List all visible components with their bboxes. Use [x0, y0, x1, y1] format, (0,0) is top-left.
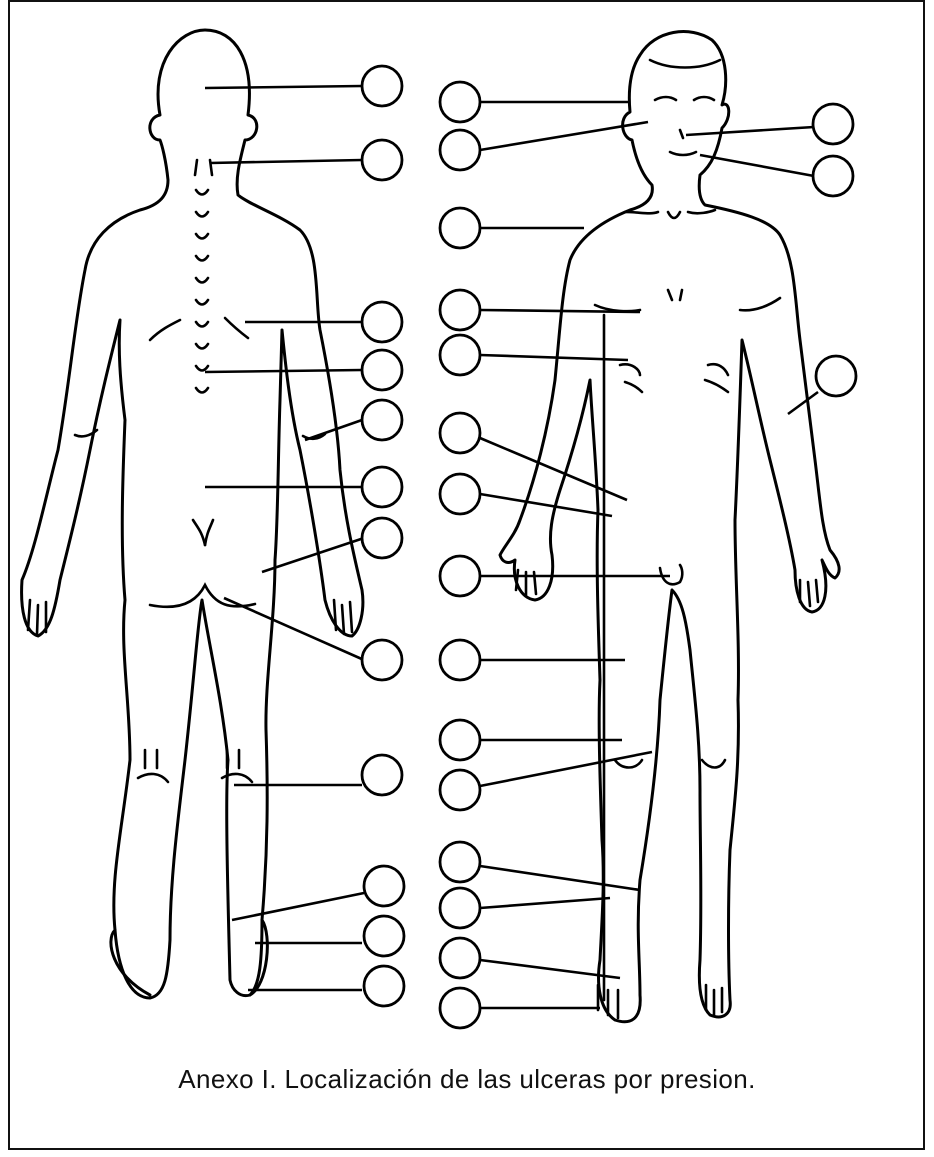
- marker-front-foot[interactable]: [440, 938, 480, 978]
- spine-marks: [196, 190, 208, 393]
- marker-front-genitals[interactable]: [440, 556, 480, 596]
- marker-front-ribs[interactable]: [440, 335, 480, 375]
- marker-back-heel[interactable]: [364, 966, 404, 1006]
- marker-back-sacrum[interactable]: [362, 518, 402, 558]
- marker-front-cheek[interactable]: [440, 130, 480, 170]
- marker-front-shoulder[interactable]: [440, 208, 480, 248]
- marker-back-lumbar[interactable]: [362, 467, 402, 507]
- back-view-figure: [22, 30, 363, 998]
- marker-front-chest[interactable]: [440, 290, 480, 330]
- marker-front-abdomen[interactable]: [440, 413, 480, 453]
- marker-back-buttock[interactable]: [362, 640, 402, 680]
- leader-lines: [205, 86, 818, 1008]
- marker-front-nose[interactable]: [813, 104, 853, 144]
- marker-back-occiput[interactable]: [362, 66, 402, 106]
- marker-back-neck[interactable]: [362, 140, 402, 180]
- marker-front-forearm[interactable]: [816, 356, 856, 396]
- marker-front-chin[interactable]: [813, 156, 853, 196]
- front-view-figure: [500, 32, 839, 1022]
- marker-back-spine[interactable]: [362, 350, 402, 390]
- posterior-markers: [362, 66, 404, 1006]
- marker-front-hip[interactable]: [440, 474, 480, 514]
- marker-front-thigh[interactable]: [440, 640, 480, 680]
- marker-back-scapula[interactable]: [362, 302, 402, 342]
- marker-front-shin[interactable]: [440, 842, 480, 882]
- marker-front-knee[interactable]: [440, 720, 480, 760]
- marker-front-knee-lateral[interactable]: [440, 770, 480, 810]
- marker-back-calf[interactable]: [364, 866, 404, 906]
- marker-front-ear[interactable]: [440, 82, 480, 122]
- marker-back-knee[interactable]: [362, 755, 402, 795]
- marker-front-toes[interactable]: [440, 988, 480, 1028]
- figure-caption: Anexo I. Localización de las ulceras por…: [0, 1064, 934, 1095]
- marker-front-ankle[interactable]: [440, 888, 480, 928]
- marker-back-ankle[interactable]: [364, 916, 404, 956]
- marker-back-elbow[interactable]: [362, 400, 402, 440]
